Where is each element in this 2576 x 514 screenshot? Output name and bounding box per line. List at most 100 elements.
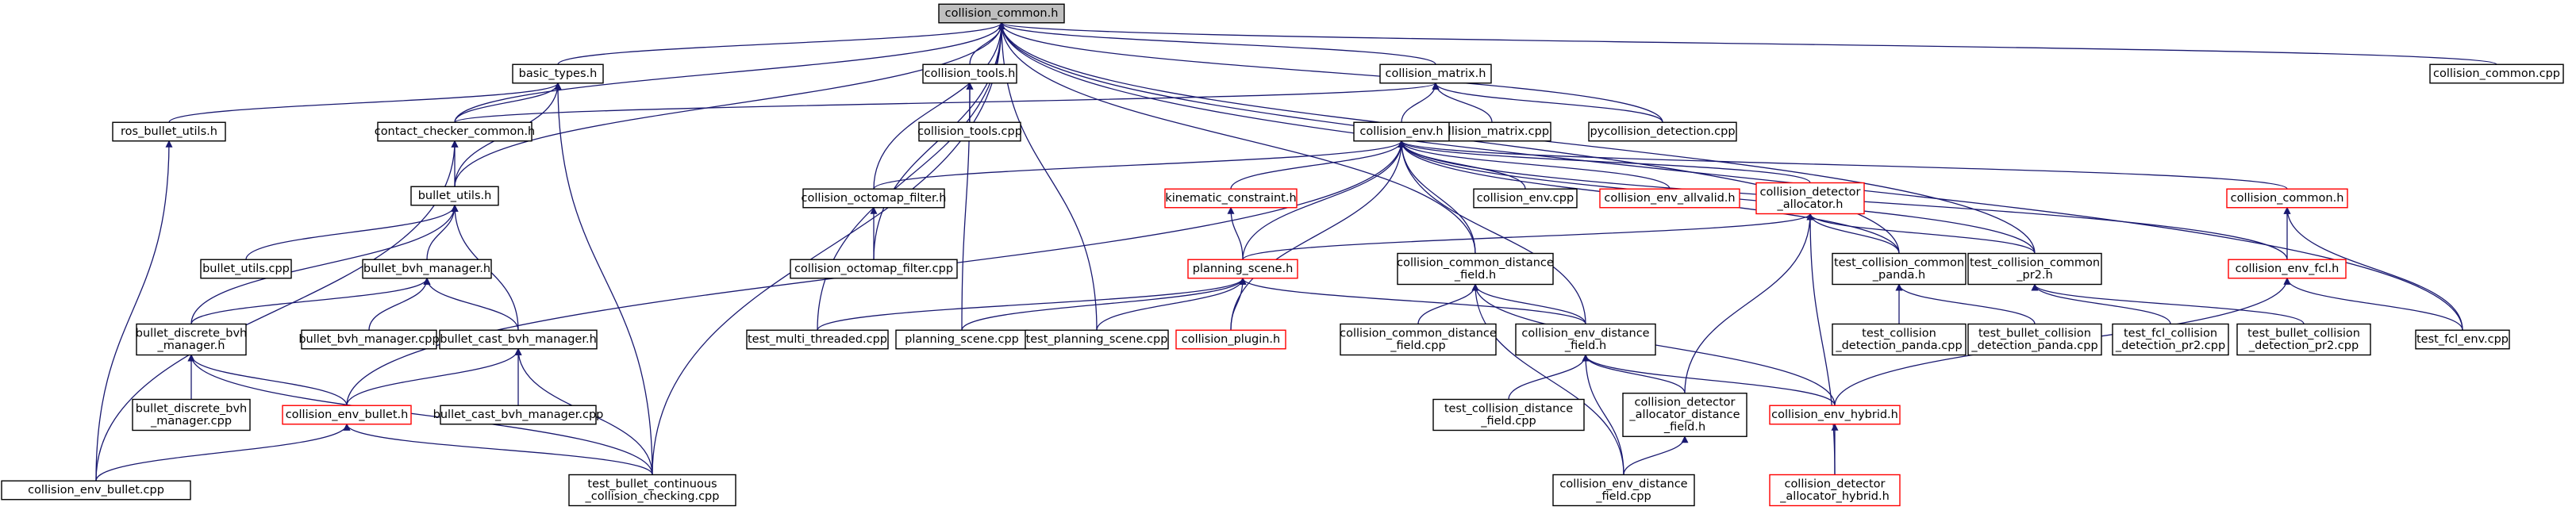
node-label: collision_detector bbox=[1759, 186, 1860, 198]
node-label: _collision_checking.cpp bbox=[585, 490, 720, 503]
edge-n26-n11 bbox=[190, 204, 459, 324]
node-box bbox=[1379, 63, 1492, 84]
node-test-bullet-continuous-collision-checking-cpp[interactable]: test_bullet_continuous_collision_checkin… bbox=[568, 474, 736, 507]
node-collision-tools-h[interactable]: collision_tools.h bbox=[922, 63, 1017, 84]
node-test-collision-common-panda-h[interactable]: test_collision_common_panda.h bbox=[1832, 252, 1967, 286]
node-test-multi-threaded-cpp[interactable]: test_multi_threaded.cpp bbox=[746, 329, 889, 350]
node-box bbox=[2226, 188, 2348, 209]
node-box bbox=[1832, 323, 1967, 356]
node-ros-bullet-utils-h[interactable]: ros_bullet_utils.h bbox=[112, 121, 226, 142]
node-basic-types-h[interactable]: basic_types.h bbox=[512, 63, 604, 84]
edge-n34-n21 bbox=[1239, 277, 1586, 324]
node-test-fcl-env-cpp[interactable]: test_fcl_env.cpp bbox=[2415, 329, 2510, 350]
edge-n3-n0 bbox=[998, 21, 1436, 65]
edge-n46-n5 bbox=[95, 140, 173, 481]
node-contact-checker-common-h[interactable]: contact_checker_common.h bbox=[375, 121, 536, 142]
node-test-fcl-collision-detection-pr2-cpp[interactable]: test_fcl_collision_detection_pr2.cpp bbox=[2112, 323, 2229, 356]
edge-n47-n41 bbox=[343, 423, 653, 475]
node-collision-matrix-h[interactable]: collision_matrix.h bbox=[1379, 63, 1492, 84]
edge-n47-n1 bbox=[554, 82, 653, 475]
node-bullet-bvh-manager-h[interactable]: bullet_bvh_manager.h bbox=[362, 259, 492, 279]
node-label: collision_tools.cpp bbox=[917, 125, 1022, 138]
node-collision-env-fcl-h[interactable]: collision_env_fcl.h bbox=[2228, 259, 2347, 279]
node-label: bullet_bvh_manager.cpp bbox=[298, 333, 439, 346]
node-collision-detector-allocator-h[interactable]: collision_detector_allocator.h bbox=[1755, 182, 1865, 215]
node-label: _manager.h bbox=[157, 339, 225, 352]
node-test-collision-common-pr2-h[interactable]: test_collision_common_pr2.h bbox=[1967, 252, 2102, 286]
node-label: planning_scene.h bbox=[1193, 263, 1294, 275]
node-test-bullet-collision-detection-pr2-cpp[interactable]: test_bullet_collision_detection_pr2.cpp bbox=[2236, 323, 2371, 356]
node-collision-common-cpp[interactable]: collision_common.cpp bbox=[2429, 63, 2564, 84]
node-collision-env-bullet-h[interactable]: collision_env_bullet.h bbox=[282, 405, 412, 425]
node-box bbox=[136, 323, 247, 356]
node-test-collision-distance-field-cpp[interactable]: test_collision_distance_field.cpp bbox=[1432, 398, 1585, 432]
node-box bbox=[377, 121, 533, 142]
nodes-layer: collision_common.h basic_types.h collision… bbox=[1, 3, 2564, 507]
edge-n41-n26 bbox=[187, 354, 348, 406]
edge-n37-n24 bbox=[2031, 283, 2171, 324]
edge-n32-n21 bbox=[1230, 277, 1247, 331]
node-collision-env-bullet-cpp[interactable]: collision_env_bullet.cpp bbox=[1, 480, 191, 501]
node-planning-scene-h[interactable]: planning_scene.h bbox=[1187, 259, 1298, 279]
node-test-bullet-collision-detection-panda-cpp[interactable]: test_bullet_collision_detection_panda.cp… bbox=[1967, 323, 2102, 356]
node-collision-plugin-h[interactable]: collision_plugin.h bbox=[1175, 329, 1286, 350]
node-collision-matrix-cpp[interactable]: collision_matrix.cpp bbox=[1432, 121, 1551, 142]
edge-n13-n10 bbox=[1230, 140, 1405, 190]
node-label: _allocator.h bbox=[1777, 198, 1844, 211]
node-box bbox=[1599, 188, 1740, 209]
node-label: collision_detector bbox=[1634, 397, 1735, 409]
edge-n6-n1 bbox=[454, 82, 562, 123]
node-test-collision-detection-panda-cpp[interactable]: test_collision_detection_panda.cpp bbox=[1832, 323, 1967, 356]
node-collision-detector-allocator-distance-field-h[interactable]: collision_detector_allocator_distance_fi… bbox=[1622, 393, 1747, 437]
node-box bbox=[301, 329, 437, 350]
node-label: collision_detector bbox=[1784, 478, 1885, 490]
node-label: test_bullet_collision bbox=[1978, 327, 2091, 339]
node-box bbox=[2236, 323, 2371, 356]
edge-n44-n16 bbox=[1684, 213, 1814, 393]
node-bullet-bvh-manager-cpp[interactable]: bullet_bvh_manager.cpp bbox=[298, 329, 440, 350]
node-collision-env-h[interactable]: collision_env.h bbox=[1353, 121, 1450, 142]
node-collision-common-distance-field-cpp[interactable]: collision_common_distance_field.cpp bbox=[1340, 323, 1497, 356]
node-collision-env-cpp[interactable]: collision_env.cpp bbox=[1473, 188, 1578, 209]
node-bullet-cast-bvh-manager-cpp[interactable]: bullet_cast_bvh_manager.cpp bbox=[433, 405, 604, 425]
edge-n19-n11 bbox=[426, 204, 459, 260]
edge-n43-n34 bbox=[1508, 354, 1590, 400]
edge-n39-n17 bbox=[2283, 206, 2463, 331]
node-collision-detector-allocator-hybrid-h[interactable]: collision_detector_allocator_hybrid.h bbox=[1769, 474, 1901, 507]
node-label: test_fcl_env.cpp bbox=[2416, 333, 2509, 346]
node-collision-tools-cpp[interactable]: collision_tools.cpp bbox=[917, 121, 1022, 142]
node-collision-octomap-filter-cpp[interactable]: collision_octomap_filter.cpp bbox=[790, 259, 958, 279]
node-box bbox=[938, 3, 1065, 24]
node-box bbox=[1353, 121, 1450, 142]
node-collision-env-distance-field-h[interactable]: collision_env_distance_field.h bbox=[1515, 323, 1656, 356]
node-collision-common-h[interactable]: collision_common.h bbox=[2226, 188, 2348, 209]
edge-n38-n24 bbox=[2031, 283, 2305, 324]
node-kinematic-constraint-h[interactable]: kinematic_constraint.h bbox=[1164, 188, 1298, 209]
node-collision-env-allvalid-h[interactable]: collision_env_allvalid.h bbox=[1599, 188, 1740, 209]
node-box bbox=[439, 329, 598, 350]
node-pycollision-detection-cpp[interactable]: pycollision_detection.cpp bbox=[1588, 121, 1737, 142]
edge-n1-n0 bbox=[557, 21, 1005, 65]
node-collision-env-distance-field-cpp[interactable]: collision_env_distance_field.cpp bbox=[1552, 474, 1695, 507]
node-label: _detection_panda.cpp bbox=[1835, 339, 1962, 352]
node-collision-env-hybrid-h[interactable]: collision_env_hybrid.h bbox=[1769, 405, 1901, 425]
edge-n21-n10 bbox=[1242, 140, 1405, 260]
node-box bbox=[200, 259, 292, 279]
node-bullet-discrete-bvh-manager-h[interactable]: bullet_discrete_bvh_manager.h bbox=[136, 323, 247, 356]
node-bullet-discrete-bvh-manager-cpp[interactable]: bullet_discrete_bvh_manager.cpp bbox=[132, 398, 251, 432]
node-bullet-cast-bvh-manager-h[interactable]: bullet_cast_bvh_manager.h bbox=[439, 329, 598, 350]
edge-n29-n21 bbox=[817, 277, 1247, 331]
edge-n11-n0 bbox=[454, 21, 1005, 187]
node-planning-scene-cpp[interactable]: planning_scene.cpp bbox=[895, 329, 1028, 350]
edge-n26-n19 bbox=[190, 277, 431, 324]
node-label: test_collision_distance bbox=[1444, 402, 1573, 415]
node-test-planning-scene-cpp[interactable]: test_planning_scene.cpp bbox=[1025, 329, 1169, 350]
node-collision-common-distance-field-h[interactable]: collision_common_distance_field.h bbox=[1397, 252, 1554, 286]
node-collision-octomap-filter-h[interactable]: collision_octomap_filter.h bbox=[802, 188, 947, 209]
node-bullet-utils-h[interactable]: bullet_utils.h bbox=[410, 186, 499, 206]
node-label: _pr2.h bbox=[2016, 269, 2052, 282]
edge-n45-n34 bbox=[1582, 354, 1836, 406]
node-bullet-utils-cpp[interactable]: bullet_utils.cpp bbox=[200, 259, 292, 279]
node-label: collision_common.cpp bbox=[2433, 67, 2560, 80]
